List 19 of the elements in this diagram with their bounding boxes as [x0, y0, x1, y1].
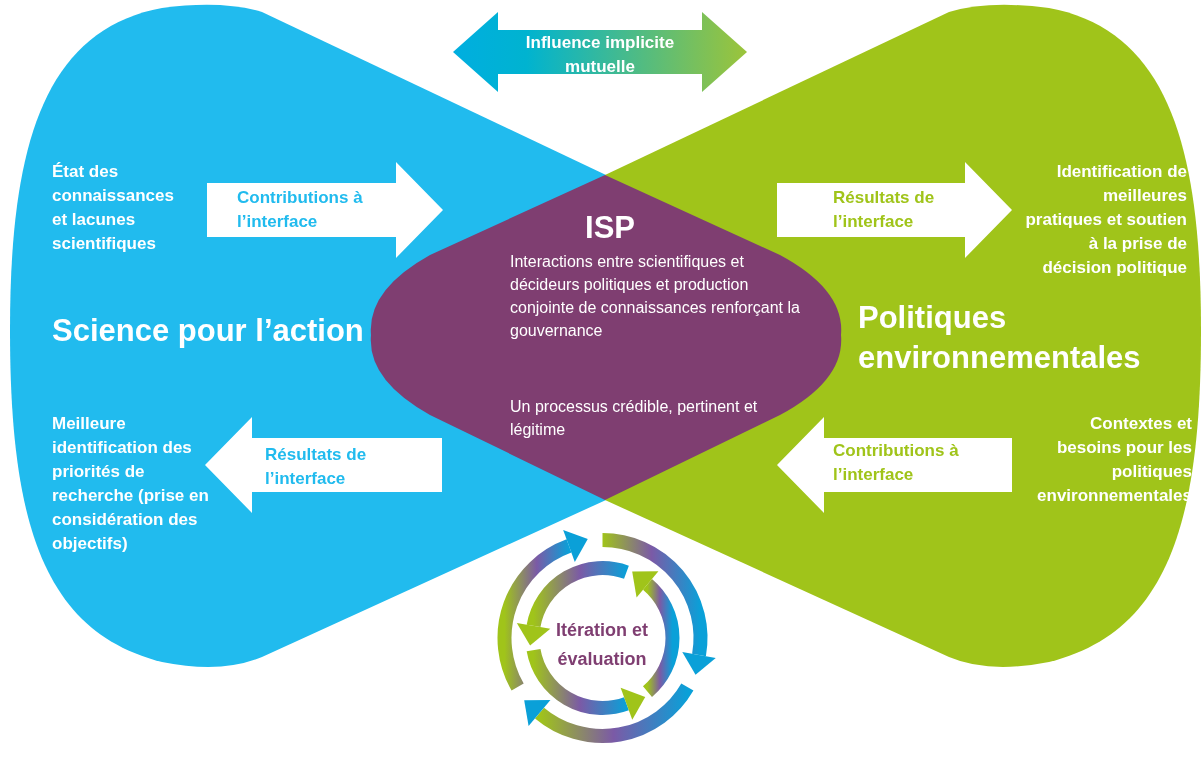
isp-heading: ISP — [584, 210, 636, 246]
edge-label: Résultats de l’interface — [833, 187, 936, 233]
lobe-heading: Science pour l’action — [52, 312, 365, 350]
isp-note: Un processus crédible, pertinent et légitime — [510, 397, 759, 440]
edge-label: Contributions à l’interface — [833, 440, 960, 486]
input-text: État des connaissances et lacunes scientifiques — [52, 161, 175, 255]
cycle-label: Itération et évaluation — [555, 619, 649, 671]
edge-label: Contributions à l’interface — [237, 187, 364, 233]
block-arrow — [453, 12, 747, 92]
isp-description: Interactions entre scientifiques et décideurs politiques et production conjointe de connaissances renforçant la gouvernance — [510, 252, 800, 341]
lobe-heading: Politiques environnementales — [858, 299, 1142, 377]
block-arrow — [205, 417, 442, 513]
edge-label: Résultats de l’interface — [265, 444, 368, 490]
output-text: Meilleure identification des priorités de recherche (prise en considération des objectifs) — [52, 413, 210, 555]
block-arrow — [777, 417, 1012, 513]
block-arrow — [207, 162, 443, 258]
block-arrow — [777, 162, 1012, 258]
edge-label: Influence implicite mutuelle — [525, 32, 675, 78]
output-text: Identification de meilleures pratiques et soutien à la prise de décision politique — [1024, 161, 1187, 279]
